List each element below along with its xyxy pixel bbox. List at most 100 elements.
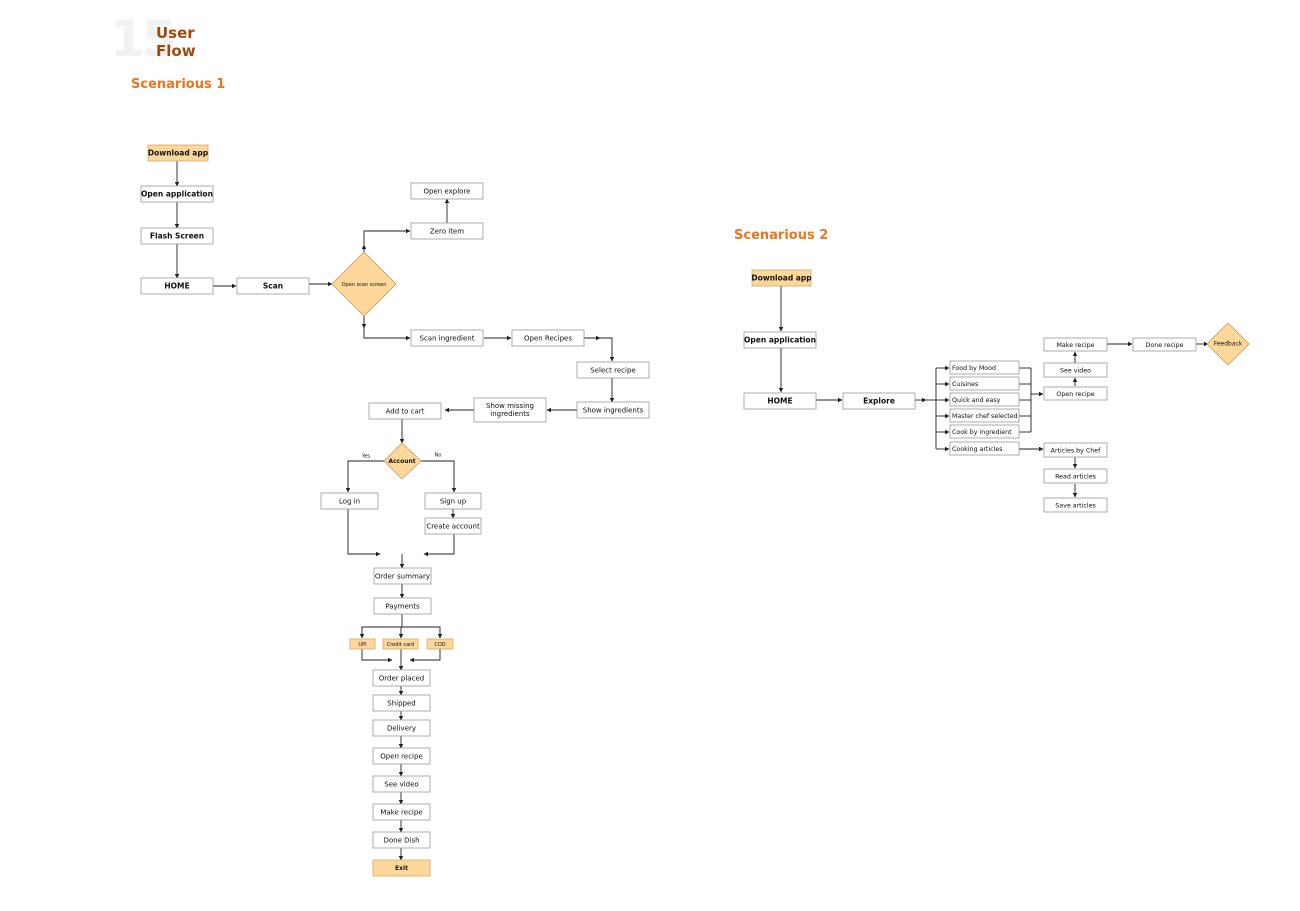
node-open-recipe: Open recipe (372, 747, 431, 765)
node-label: Shipped (387, 700, 415, 708)
s2-node-articles-by-chef: Articles by Chef (1043, 442, 1108, 458)
node-upi: UPI (349, 638, 376, 650)
node-label: Open Recipes (524, 335, 572, 343)
node-label: Open recipe (380, 753, 423, 761)
node-label: COD (434, 642, 445, 648)
node-label: Open scan screen (342, 282, 387, 288)
s2-node-home: HOME (743, 392, 817, 410)
node-payments: Payments (373, 597, 432, 615)
s2-node-read-articles: Read articles (1043, 468, 1108, 484)
s2-node-make-recipe: Make recipe (1043, 337, 1108, 352)
s2-node-cooking-articles: Cooking articles (949, 441, 1020, 456)
s2-node-open-recipe: Open recipe (1043, 386, 1108, 401)
node-label: See video (1060, 368, 1091, 375)
node-order-placed: Order placed (372, 669, 431, 687)
s2-node-explore: Explore (842, 392, 916, 410)
node-label: Zero item (430, 228, 464, 236)
node-sign-up: Sign up (424, 492, 482, 510)
s2-node-save-articles: Save articles (1043, 497, 1108, 513)
node-label: UPI (358, 642, 366, 648)
node-log-in: Log in (320, 492, 379, 510)
node-label: Quick and easy (952, 397, 1001, 404)
node-add-to-cart: Add to cart (368, 402, 442, 420)
node-scan: Scan (236, 277, 310, 295)
node-label: Open application (141, 190, 213, 199)
node-delivery: Delivery (372, 719, 431, 737)
node-flash-screen: Flash Screen (140, 227, 214, 245)
node-open-scan-screen: Open scan screen (331, 251, 397, 317)
node-see-video: See video (372, 775, 431, 793)
node-open-application: Open application (140, 185, 214, 203)
node-label: Payments (385, 603, 420, 611)
s2-node-master-chef-selected: Master chef selected (949, 408, 1020, 423)
node-label: See video (384, 781, 418, 789)
s2-node-download-app: Download app (751, 269, 812, 287)
node-label: Flash Screen (150, 232, 204, 241)
node-label: Order placed (379, 675, 424, 683)
s2-node-done-recipe: Done recipe (1132, 337, 1197, 352)
node-label: Order summary (375, 573, 430, 581)
s2-node-see-video: See video (1043, 362, 1108, 378)
node-label: Feedback (1214, 341, 1243, 348)
node-done-dish: Done Dish (372, 831, 431, 849)
scenario1-connectors (174, 161, 615, 861)
node-label: Make recipe (1057, 342, 1095, 349)
page-title-line1: User (156, 24, 195, 42)
scenario2-heading: Scenarious 2 (734, 228, 829, 243)
node-show-ingredients: Show ingredients (576, 401, 650, 419)
node-label: Food by Mood (952, 365, 996, 372)
node-download-app: Download app (147, 144, 209, 162)
node-label: Cooking articles (952, 446, 1003, 453)
s2-node-food-by-mood: Food by Mood (949, 360, 1020, 375)
node-label: Articles by Chef (1051, 448, 1101, 455)
page-title-line2: Flow (156, 42, 196, 60)
node-label: Account (388, 458, 415, 465)
node-zero-item: Zero item (410, 222, 484, 240)
s2-node-cuisines: Cuisines (949, 376, 1020, 391)
node-select-recipe: Select recipe (576, 361, 650, 379)
node-shipped: Shipped (372, 694, 431, 712)
node-label: HOME (164, 282, 189, 291)
node-label: Cook by ingredient (952, 429, 1012, 436)
node-label: Create account (426, 523, 480, 531)
page-number: 15 (110, 10, 177, 68)
node-label: HOME (767, 397, 792, 406)
node-credit-card: Credit card (382, 638, 419, 650)
node-scan-ingredient: Scan ingredient (410, 329, 484, 347)
branch-label-yes: Yes (361, 454, 370, 460)
node-account: Account (383, 442, 422, 480)
node-open-recipes: Open Recipes (511, 329, 585, 347)
node-label: Scan (263, 282, 283, 291)
node-label: Open application (744, 336, 816, 345)
node-exit: Exit (372, 859, 431, 877)
node-home: HOME (140, 277, 214, 295)
node-label: Scan ingredient (420, 335, 475, 343)
node-label: Open explore (424, 188, 471, 196)
scenario2-connectors (778, 286, 1209, 498)
s2-node-feedback: Feedback (1206, 322, 1250, 366)
node-label: Credit card (387, 642, 415, 648)
node-label: Download app (751, 274, 812, 283)
node-make-recipe: Make recipe (372, 803, 431, 821)
node-label: Download app (148, 149, 209, 158)
node-order-summary: Order summary (373, 567, 432, 585)
node-label: Done recipe (1146, 342, 1184, 349)
s2-node-quick-and-easy: Quick and easy (949, 392, 1020, 407)
node-label: Add to cart (386, 408, 425, 416)
node-label: Done Dish (383, 837, 419, 845)
node-label-line1: Show missing (486, 402, 534, 410)
node-cod: COD (426, 638, 454, 650)
node-label: Sign up (440, 498, 467, 506)
node-show-missing-ingredients: Show missing ingredients (473, 397, 547, 423)
node-label: Exit (395, 865, 408, 872)
node-label-line2: ingredients (490, 410, 530, 418)
node-label: Master chef selected (952, 413, 1018, 420)
node-label: Make recipe (380, 809, 422, 817)
page-title: User Flow (156, 24, 196, 60)
node-label: Open recipe (1056, 391, 1094, 398)
node-label: Cuisines (952, 381, 978, 388)
node-label: Save articles (1055, 503, 1096, 510)
node-label: Show ingredients (583, 407, 644, 415)
node-label: Select recipe (590, 367, 635, 375)
